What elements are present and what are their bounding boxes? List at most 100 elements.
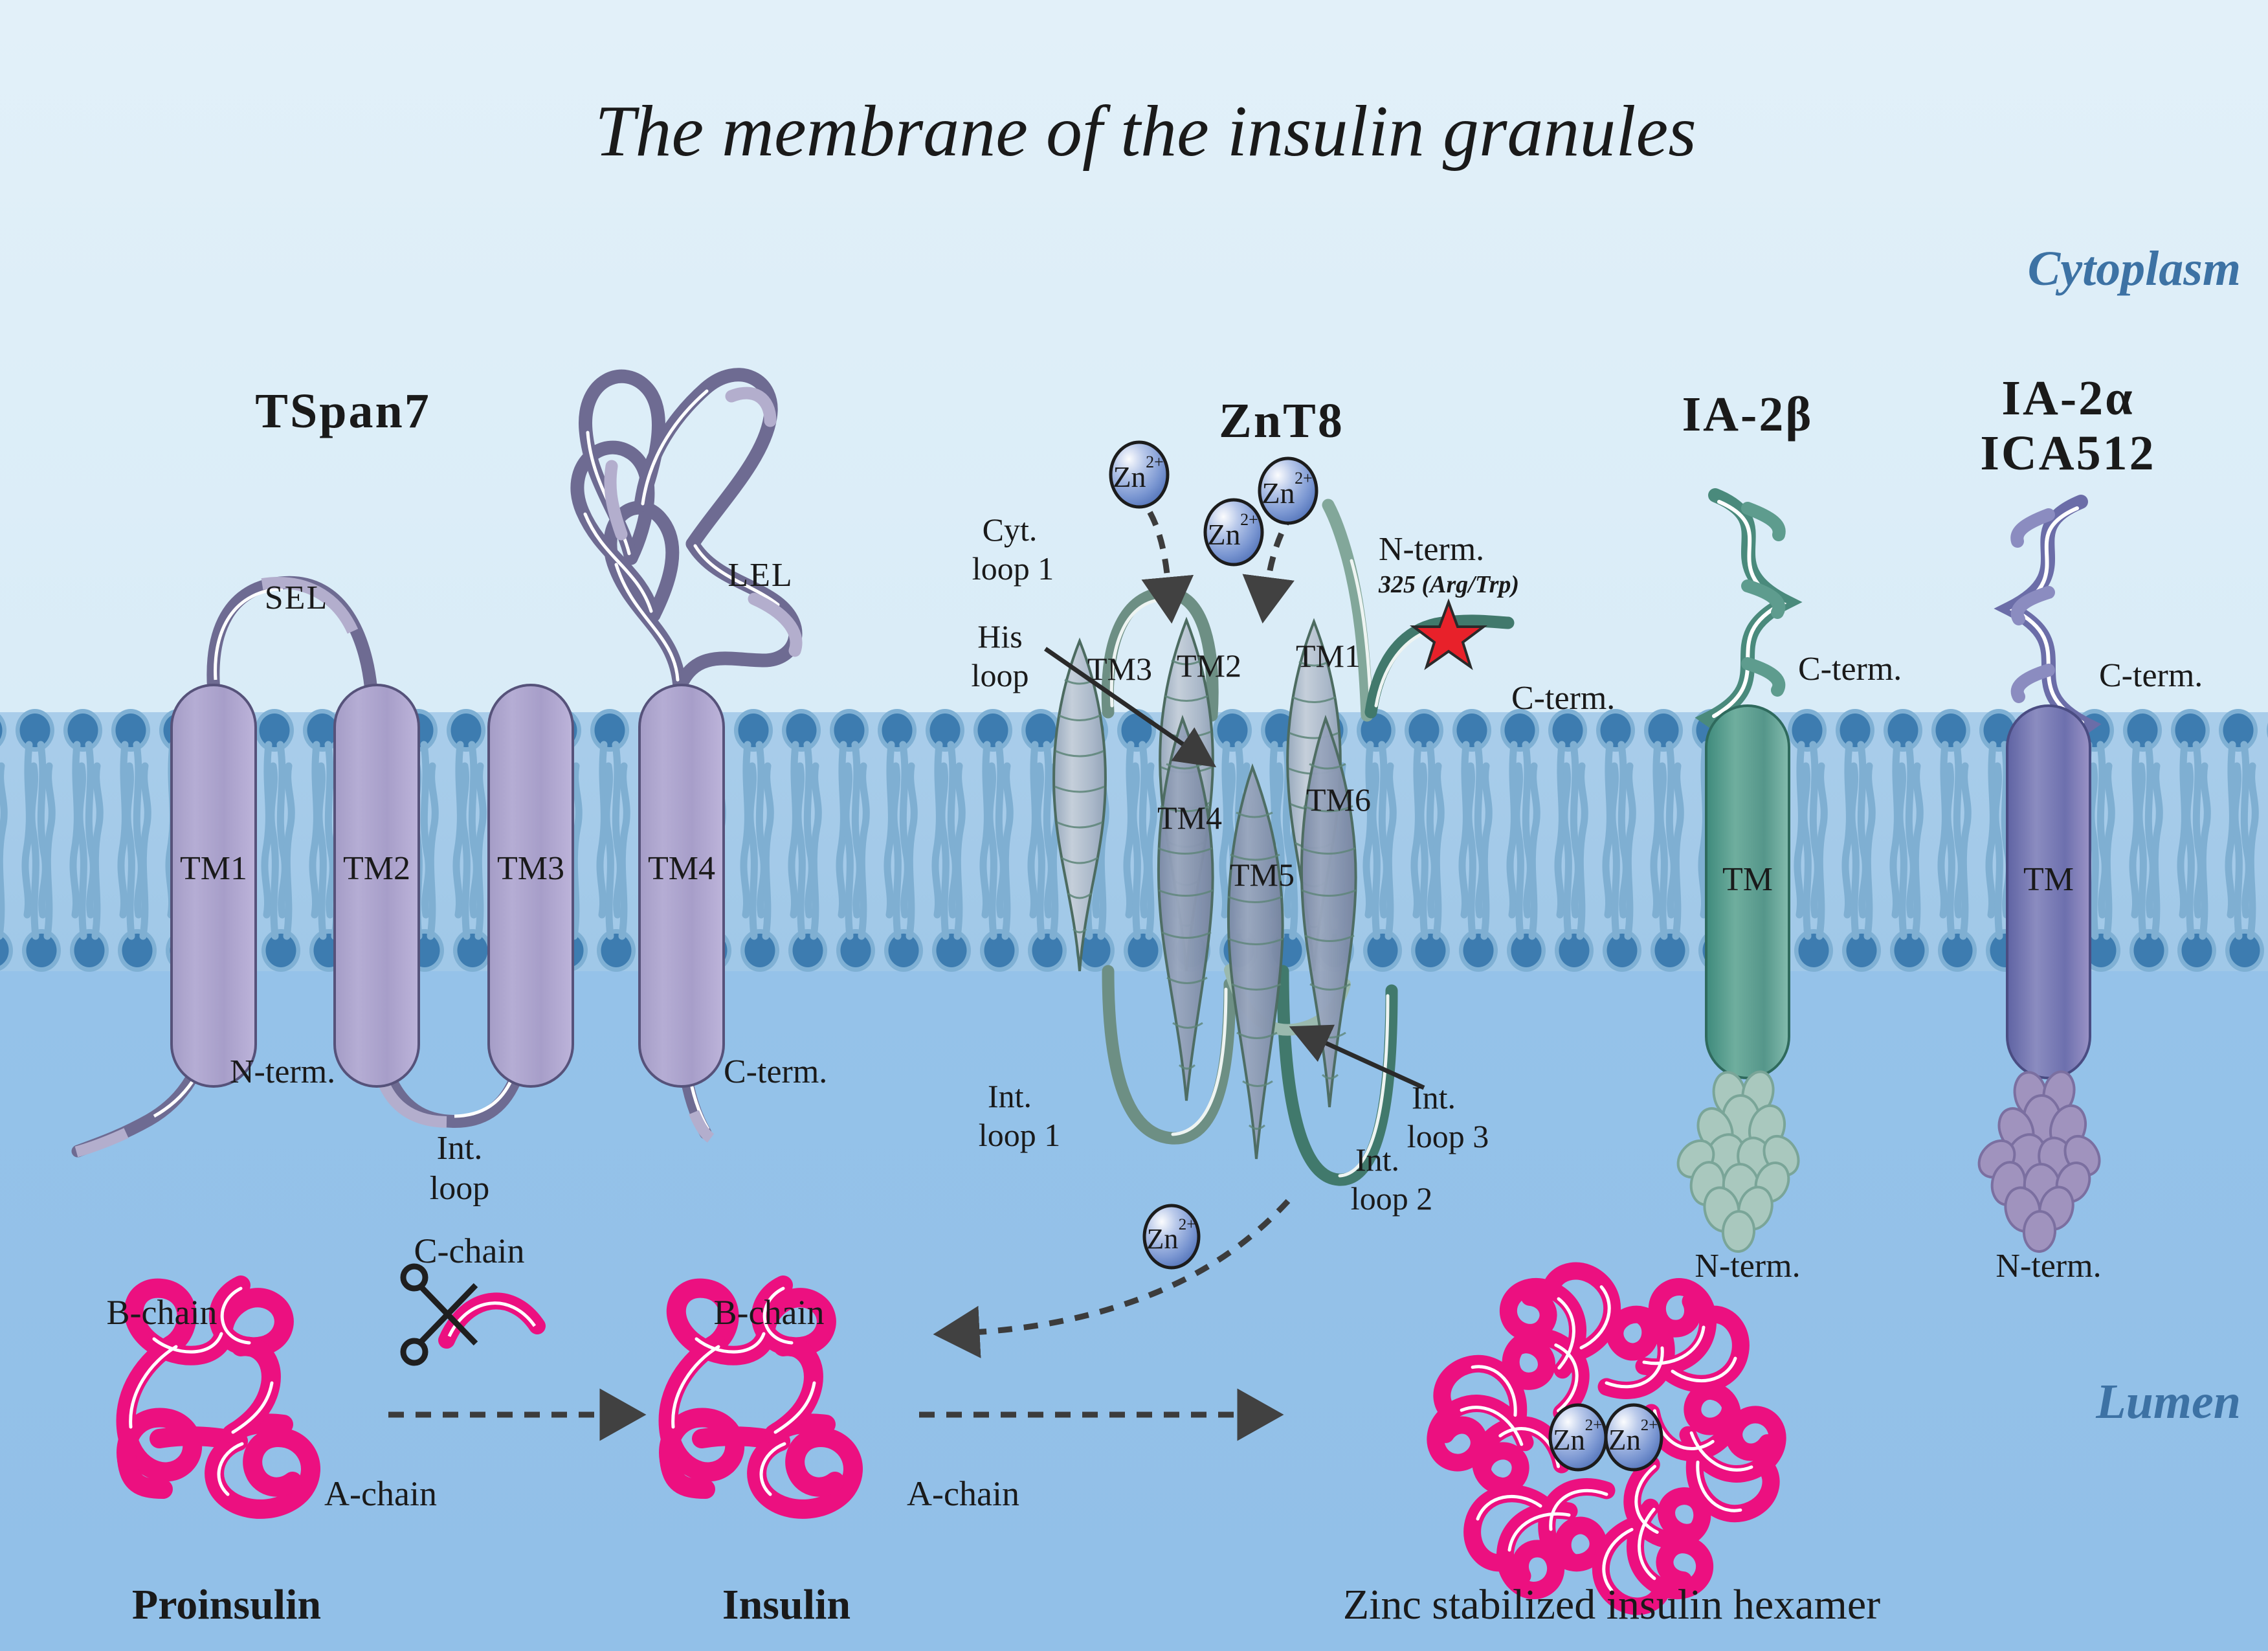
insulin-a-chain-label: A-chain — [907, 1474, 1019, 1513]
zinc-charge: 2+ — [1146, 453, 1164, 471]
tspan7-tm4-label: TM4 — [648, 850, 715, 887]
ia2b-n-term-label: N-term. — [1695, 1248, 1800, 1285]
znt8-variant-marker — [1410, 598, 1487, 671]
ia2a-c-term-label: C-term. — [2099, 657, 2203, 694]
tspan7-helices — [170, 684, 725, 1088]
insulin-molecule — [658, 1275, 863, 1519]
int-loop3-pointer — [1289, 1024, 1425, 1090]
znt8-int-loop2-label-l2: loop 2 — [1351, 1180, 1432, 1217]
tspan7-lel-label: LEL — [728, 557, 793, 594]
tspan7-tm1-cylinder — [170, 684, 257, 1088]
scissors-icon — [400, 1263, 478, 1366]
znt8-his-loop-label-l1: His — [977, 618, 1022, 655]
zinc-symbol: Zn — [1608, 1424, 1641, 1456]
tspan7-sel-label: SEL — [265, 579, 328, 616]
insulin-monomer — [1500, 1262, 1621, 1422]
znt8-cyt-loop1-label-l2: loop 1 — [972, 550, 1054, 587]
tspan7-tm3-label: TM3 — [497, 850, 564, 887]
proinsulin-molecule — [116, 1275, 320, 1519]
page-title: The membrane of the insulin granules — [595, 91, 1696, 172]
ia2a-title: IA-2α — [2001, 371, 2134, 425]
znt8-tm6-label: TM6 — [1306, 781, 1371, 818]
insulin-monomer — [1592, 1455, 1713, 1615]
znt8-n-term-label: N-term. — [1379, 531, 1484, 568]
proinsulin-b-chain-label: B-chain — [107, 1293, 217, 1332]
znt8-tm4-helix — [1157, 715, 1214, 1101]
znt8-helices-lower — [1157, 715, 1357, 1160]
ia2b-c-term-label: C-term. — [1798, 651, 1902, 688]
znt8-tm5-helix — [1227, 763, 1284, 1160]
proinsulin-a-chain-label: A-chain — [324, 1474, 437, 1513]
znt8-int-loop3-label-l2: loop 3 — [1407, 1118, 1489, 1154]
znt8-his-loop-label-l2: loop — [972, 657, 1029, 693]
protein-ia2a: IA-2α ICA512 TM C-term. N-term. — [1977, 371, 2203, 1285]
zinc-release-arrow — [933, 1198, 1291, 1358]
insulin-monomer — [1427, 1354, 1571, 1495]
zinc-symbol: Zn — [1207, 518, 1240, 551]
tspan7-c-term-label: C-term. — [724, 1053, 827, 1090]
insulin-monomer — [1597, 1278, 1750, 1399]
zinc-ion: Zn 2+ — [1203, 498, 1264, 567]
ia2a-n-term-label: N-term. — [1996, 1248, 2101, 1285]
zinc-charge: 2+ — [1240, 510, 1258, 529]
insulin-title: Insulin — [722, 1581, 850, 1628]
hexamer-title: Zinc stabilized insulin hexamer — [1343, 1581, 1880, 1628]
tspan7-n-term-label: N-term. — [230, 1053, 335, 1090]
tspan7-tm2-cylinder — [333, 684, 420, 1088]
tspan7-tm1-label: TM1 — [180, 850, 247, 887]
ia2a-globular-domain — [1977, 1070, 2101, 1253]
lumen-background — [0, 971, 2268, 1651]
ia2a-title-line2: ICA512 — [1980, 426, 2155, 480]
insulin-b-chain-label: B-chain — [714, 1293, 825, 1332]
znt8-variant-label: 325 (Arg/Trp) — [1378, 571, 1519, 598]
zinc-symbol: Zn — [1147, 1223, 1179, 1255]
tspan7-tm2-label: TM2 — [343, 850, 410, 887]
tspan7-sel-loop — [206, 576, 377, 694]
tspan7-title: TSpan7 — [255, 384, 431, 438]
protein-ia2b: IA-2β TM C-term. N-term. — [1676, 387, 1902, 1285]
znt8-tm4-label: TM4 — [1157, 800, 1222, 836]
znt8-int-loop1-label-l1: Int. — [988, 1078, 1032, 1114]
znt8-tm1-label: TM1 — [1296, 638, 1361, 674]
ia2b-tm-label: TM — [1722, 861, 1773, 898]
zinc-symbol: Zn — [1262, 477, 1295, 510]
znt8-tm2-label: TM2 — [1177, 647, 1241, 684]
ia2b-title: IA-2β — [1682, 387, 1814, 442]
his-loop-pointer — [1044, 647, 1217, 768]
proinsulin-title: Proinsulin — [132, 1581, 321, 1628]
insulin-hexamer — [1427, 1262, 1786, 1615]
znt8-tm3-helix — [1052, 637, 1107, 972]
znt8-title: ZnT8 — [1219, 394, 1344, 448]
zinc-ion: Zn 2+ — [1258, 456, 1318, 525]
znt8-int-loop1-label-l2: loop 1 — [979, 1117, 1060, 1153]
zinc-ion: Zn 2+ — [1604, 1403, 1663, 1472]
hexamer-zinc-core: Zn 2+ Zn 2+ — [1548, 1403, 1663, 1472]
znt8-zinc-transport: Zn 2+ Zn 2+ Zn 2+ — [1109, 440, 1318, 624]
ia2a-coil — [1994, 495, 2102, 794]
zinc-charge: 2+ — [1585, 1417, 1603, 1434]
proinsulin-c-chain-label: C-chain — [414, 1231, 525, 1270]
znt8-int-loop2-label-l1: Int. — [1355, 1141, 1399, 1178]
ia2a-tm-label: TM — [2023, 861, 2074, 898]
lumen-label: Lumen — [2095, 1375, 2241, 1429]
znt8-cyt-loop1-label-l1: Cyt. — [983, 511, 1038, 548]
zinc-charge: 2+ — [1641, 1417, 1658, 1434]
zinc-ion: Zn 2+ — [1142, 1204, 1201, 1270]
zinc-symbol: Zn — [1553, 1424, 1585, 1456]
znt8-tm3-label: TM3 — [1087, 651, 1152, 687]
protein-tspan7: TSpan7 SEL LEL TM1 TM2 TM3 TM4 N-term. C… — [71, 368, 827, 1207]
zinc-ion: Zn 2+ — [1548, 1403, 1608, 1472]
tspan7-lel-loop — [570, 368, 803, 695]
tspan7-tm3-cylinder — [487, 684, 574, 1088]
tspan7-tm4-cylinder — [638, 684, 725, 1088]
ia2b-globular-domain — [1676, 1070, 1800, 1253]
zinc-charge: 2+ — [1295, 469, 1313, 488]
zinc-ion: Zn 2+ — [1109, 440, 1170, 509]
protein-znt8: Zn 2+ Zn 2+ Zn 2+ ZnT8 Cyt. loop 1 H — [972, 394, 1616, 1217]
znt8-c-term-label: C-term. — [1511, 680, 1615, 717]
zinc-charge: 2+ — [1179, 1216, 1196, 1233]
tspan7-int-loop-label-l1: Int. — [437, 1130, 483, 1167]
insulin-monomer — [1463, 1478, 1616, 1599]
znt8-tm5-label: TM5 — [1230, 857, 1295, 893]
